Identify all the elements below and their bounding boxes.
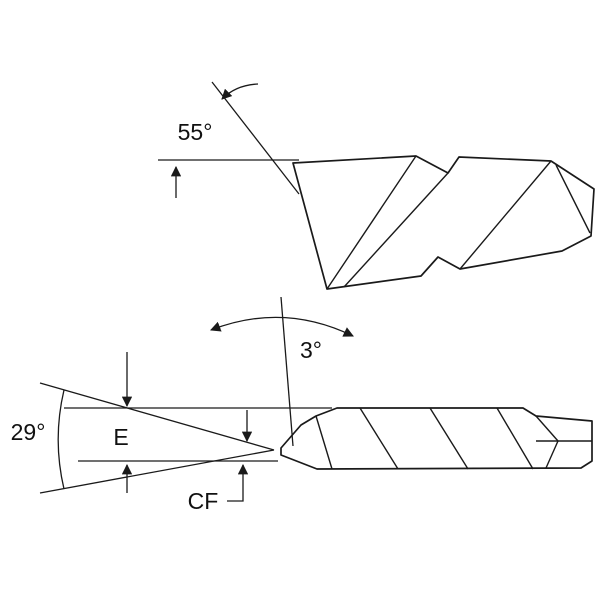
- angle-29-arc: [57, 389, 65, 490]
- angle-29-lower-line: [39, 449, 275, 494]
- insert-front-facet-lines: [315, 407, 592, 470]
- facet-line: [535, 415, 559, 442]
- dim-e-label: E: [113, 424, 128, 450]
- insert-front-view: [280, 407, 593, 470]
- facet-line: [326, 155, 417, 290]
- facet-line: [359, 407, 399, 470]
- angle-55-reference-line: [211, 81, 300, 195]
- angle-29-dimension: [39, 382, 275, 494]
- angle-3-arc-arrow: [210, 316, 354, 337]
- insert-side-view: [292, 155, 595, 290]
- angle-55-dimension: [158, 81, 300, 198]
- facet-line: [555, 164, 591, 234]
- facet-line: [459, 160, 552, 270]
- facet-line: [315, 415, 333, 470]
- angle-3-reference-line: [280, 296, 294, 447]
- dim-e-group: [64, 352, 332, 493]
- insert-front-outline: [280, 407, 593, 470]
- facet-line: [545, 440, 559, 469]
- facet-line: [429, 407, 469, 470]
- dim-cf-group: [227, 410, 253, 502]
- dim-cf-label: CF: [188, 488, 219, 514]
- angle-3-dimension: [210, 296, 354, 447]
- angle-29-upper-line: [39, 382, 275, 451]
- angle-55-label: 55°: [178, 119, 213, 145]
- dim-cf-leader: [227, 463, 249, 502]
- insert-side-facet-lines: [326, 155, 591, 290]
- angle-3-label: 3°: [300, 337, 322, 363]
- angle-29-label: 29°: [11, 419, 46, 445]
- angle-55-arc-arrow: [221, 83, 259, 100]
- facet-line: [496, 407, 534, 470]
- facet-line: [343, 172, 449, 288]
- insert-side-outline: [292, 155, 595, 290]
